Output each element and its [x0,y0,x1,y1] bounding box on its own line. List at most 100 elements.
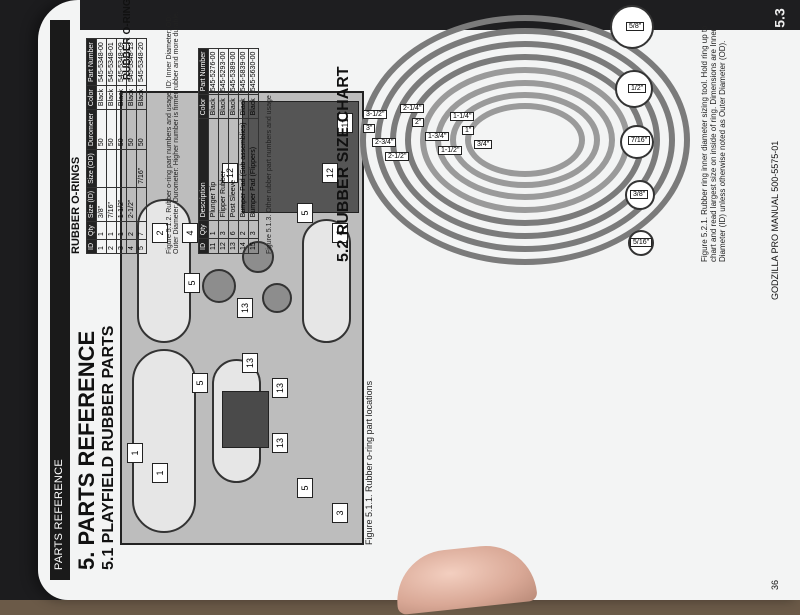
cell: 50 [106,109,117,150]
col-part-number: Part Number [86,38,97,86]
col-part-number: Part Number [198,48,209,95]
section-label: PARTS REFERENCE [53,458,65,570]
cell: 1-1/2" [116,187,127,222]
cell: 2 [106,239,117,254]
page-number: 36 [770,579,780,590]
cell: 6 [228,220,239,239]
ring-label: 2-1/2" [385,152,410,161]
cell: 14 [238,238,249,254]
cell: Black [116,85,127,110]
cell: 545-5839-00 [238,48,249,95]
cell: Black [126,85,137,110]
cell: Plunger Tip [208,118,219,221]
cell: Black [238,94,249,119]
section-52-title: 5.2 RUBBER SIZE CHART [335,66,352,262]
cell: Black [228,94,239,119]
col-description: Description [198,118,209,221]
section-header-bar: PARTS REFERENCE [50,20,70,580]
ring-inner [465,103,585,177]
col-color: Color [86,85,97,110]
col-qty: Qty [86,221,97,240]
cell: 1 [96,221,107,240]
cell: 50 [126,109,137,150]
part-tag: 13 [242,353,258,373]
cell: 7/16" [106,187,117,222]
ring-label: 1-3/4" [425,132,450,141]
cell: 11 [208,238,219,254]
cell [126,149,137,188]
cell: 4 [126,239,137,254]
small-ring-label: 5/8" [626,22,645,31]
cell: 50 [116,109,127,150]
cell: 545-5293-00 [218,48,229,95]
cell: 1 [208,220,219,239]
cell [136,187,147,222]
cell [106,149,117,188]
playfield-caption: Figure 5.1.1. Rubber o-ring part locatio… [364,380,374,545]
cell: Black [106,85,117,110]
cell: Black [248,94,259,119]
small-ring-label: 7/16" [628,136,651,145]
cell: 5 [136,239,147,254]
cell: 15 [248,238,259,254]
part-tag: 13 [272,378,288,398]
orings-table: ID Qty Size (ID) Size (OD) Durometer Col… [86,38,147,254]
cell: 7/16" [136,149,147,188]
part-tag: 13 [237,298,253,318]
small-ring-label: 5/16" [630,238,653,247]
ring [450,92,600,188]
cell: 7 [136,221,147,240]
cell: 545-5348-20 [136,38,147,86]
cell: Post Sleeve [228,118,239,221]
section-51-title: 5.1 PLAYFIELD RUBBER PARTS [100,325,117,570]
cell: 3 [116,239,127,254]
cell: 1 [106,221,117,240]
part-tag: 1 [127,443,143,463]
cell [116,149,127,188]
part-tag: 5 [192,373,208,393]
ring-label: 3/4" [474,140,493,149]
small-ring-label: 3/8" [630,190,649,199]
col-size-od: Size (OD) [86,149,97,188]
cell: 50 [136,109,147,150]
ring-label: 1-1/2" [438,146,463,155]
cell: 1 [96,239,107,254]
col-durometer: Durometer [86,109,97,150]
cell: 545-5630-00 [248,48,259,95]
cell: 3 [218,220,229,239]
col-id: ID [198,238,209,254]
part-tag: 5 [184,273,200,293]
cell: 12 [218,238,229,254]
ring-label: 3-1/2" [363,110,388,119]
cell: 2 [238,220,249,239]
cell: 13 [228,238,239,254]
ring-label: 2-3/4" [372,138,397,147]
chapter-title: 5. PARTS REFERENCE [74,330,99,570]
tables-rotated: RUBBER O-RINGS ID Qty Size (ID) Size (OD… [70,2,280,262]
ring-label: 1-1/4" [450,112,475,121]
cell: Black [136,85,147,110]
cell: 545-5348-01 [106,38,117,86]
ring-label: 2-1/4" [400,104,425,113]
cell: Black [218,94,229,119]
orings-caption: Figure 5.1.2. Rubber o-ring part numbers… [166,11,180,254]
cell: Black [96,85,107,110]
opposite-page-edge [80,0,800,30]
col-qty: Qty [198,220,209,239]
ring-outer [360,15,690,265]
part-tag: 1 [152,463,168,483]
cell: Bumper Pad (Flippers) [248,118,259,221]
col-color: Color [198,94,209,119]
cell: 3 [248,220,259,239]
next-page-section-label: 5.3 [771,8,788,28]
playfield-building-scoop [222,391,269,448]
part-tag: 13 [272,433,288,453]
